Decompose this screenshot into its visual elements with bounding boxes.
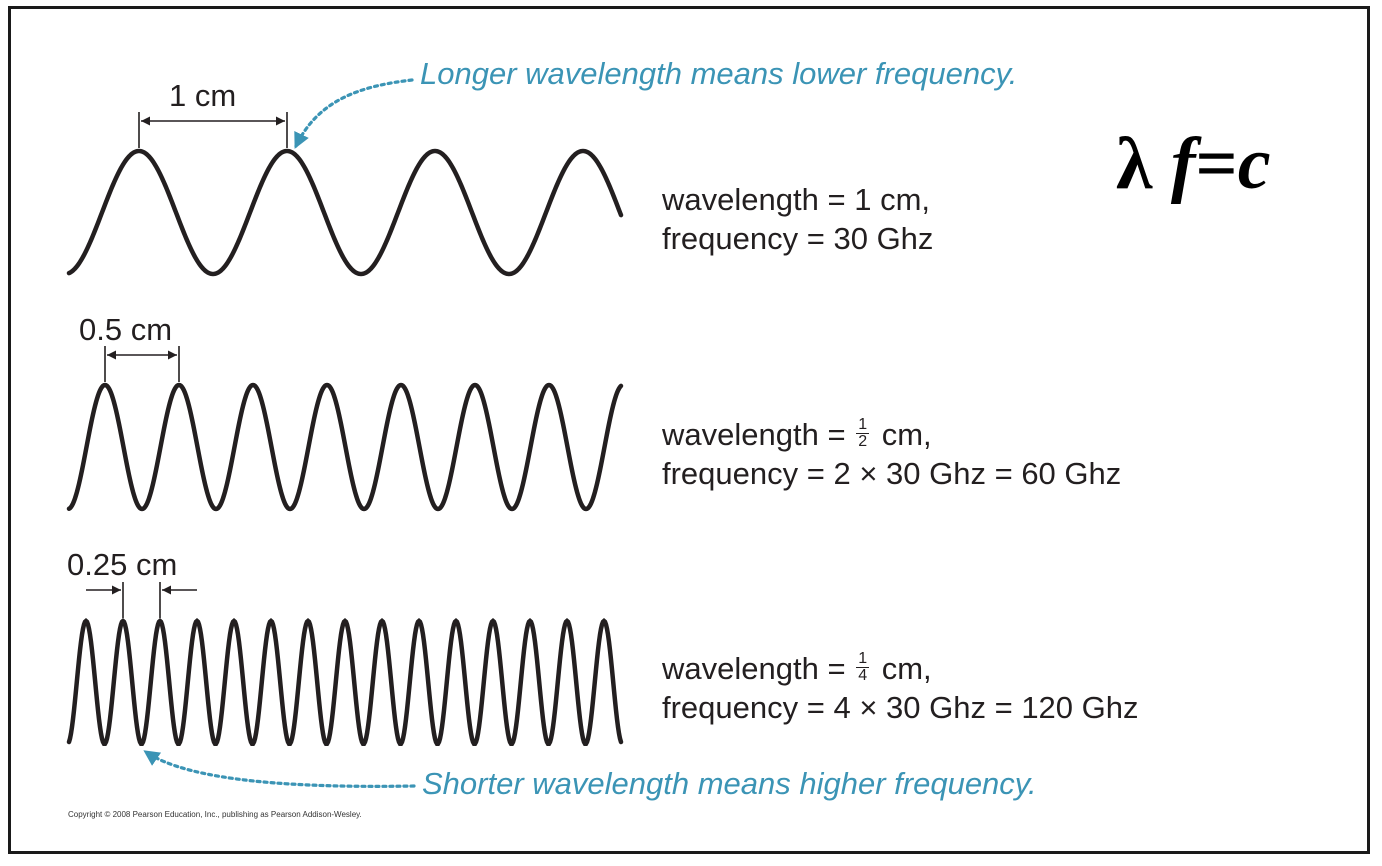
top-callout-note: Longer wavelength means lower frequency.	[420, 56, 1018, 91]
caption-frequency-3: frequency = 4 × 30 Ghz = 120 Ghz	[662, 690, 1139, 725]
figure-frame	[8, 6, 1370, 854]
caption-wave-1: wavelength = 1 cm, frequency = 30 Ghz	[662, 180, 933, 258]
dimension-label-1cm: 1 cm	[169, 78, 237, 113]
dimension-marker-quarter-cm	[86, 582, 197, 618]
caption-wavelength-1: wavelength = 1 cm,	[662, 182, 930, 217]
bottom-callout-note: Shorter wavelength means higher frequenc…	[422, 766, 1037, 801]
dimension-marker-half-cm	[104, 346, 180, 382]
equation-lambda: λ	[1116, 123, 1153, 205]
equation: λ f=c	[1116, 122, 1271, 207]
wave-1cm	[66, 148, 624, 277]
dimension-marker-1cm	[138, 112, 288, 148]
bottom-callout-arrow	[143, 750, 416, 788]
dimension-label-half-cm: 0.5 cm	[79, 312, 173, 347]
equation-equals: =	[1195, 123, 1238, 205]
equation-c: c	[1237, 123, 1271, 205]
caption-frequency-2: frequency = 2 × 30 Ghz = 60 Ghz	[662, 456, 1122, 491]
wave-half-cm	[66, 382, 624, 512]
wave-quarter-cm	[66, 618, 624, 747]
dimension-label-quarter-cm: 0.25 cm	[67, 547, 178, 582]
caption-frequency-1: frequency = 30 Ghz	[662, 221, 934, 256]
equation-f: f	[1170, 123, 1196, 205]
top-callout-arrow	[294, 78, 414, 149]
copyright-text: Copyright © 2008 Pearson Education, Inc.…	[68, 810, 362, 819]
